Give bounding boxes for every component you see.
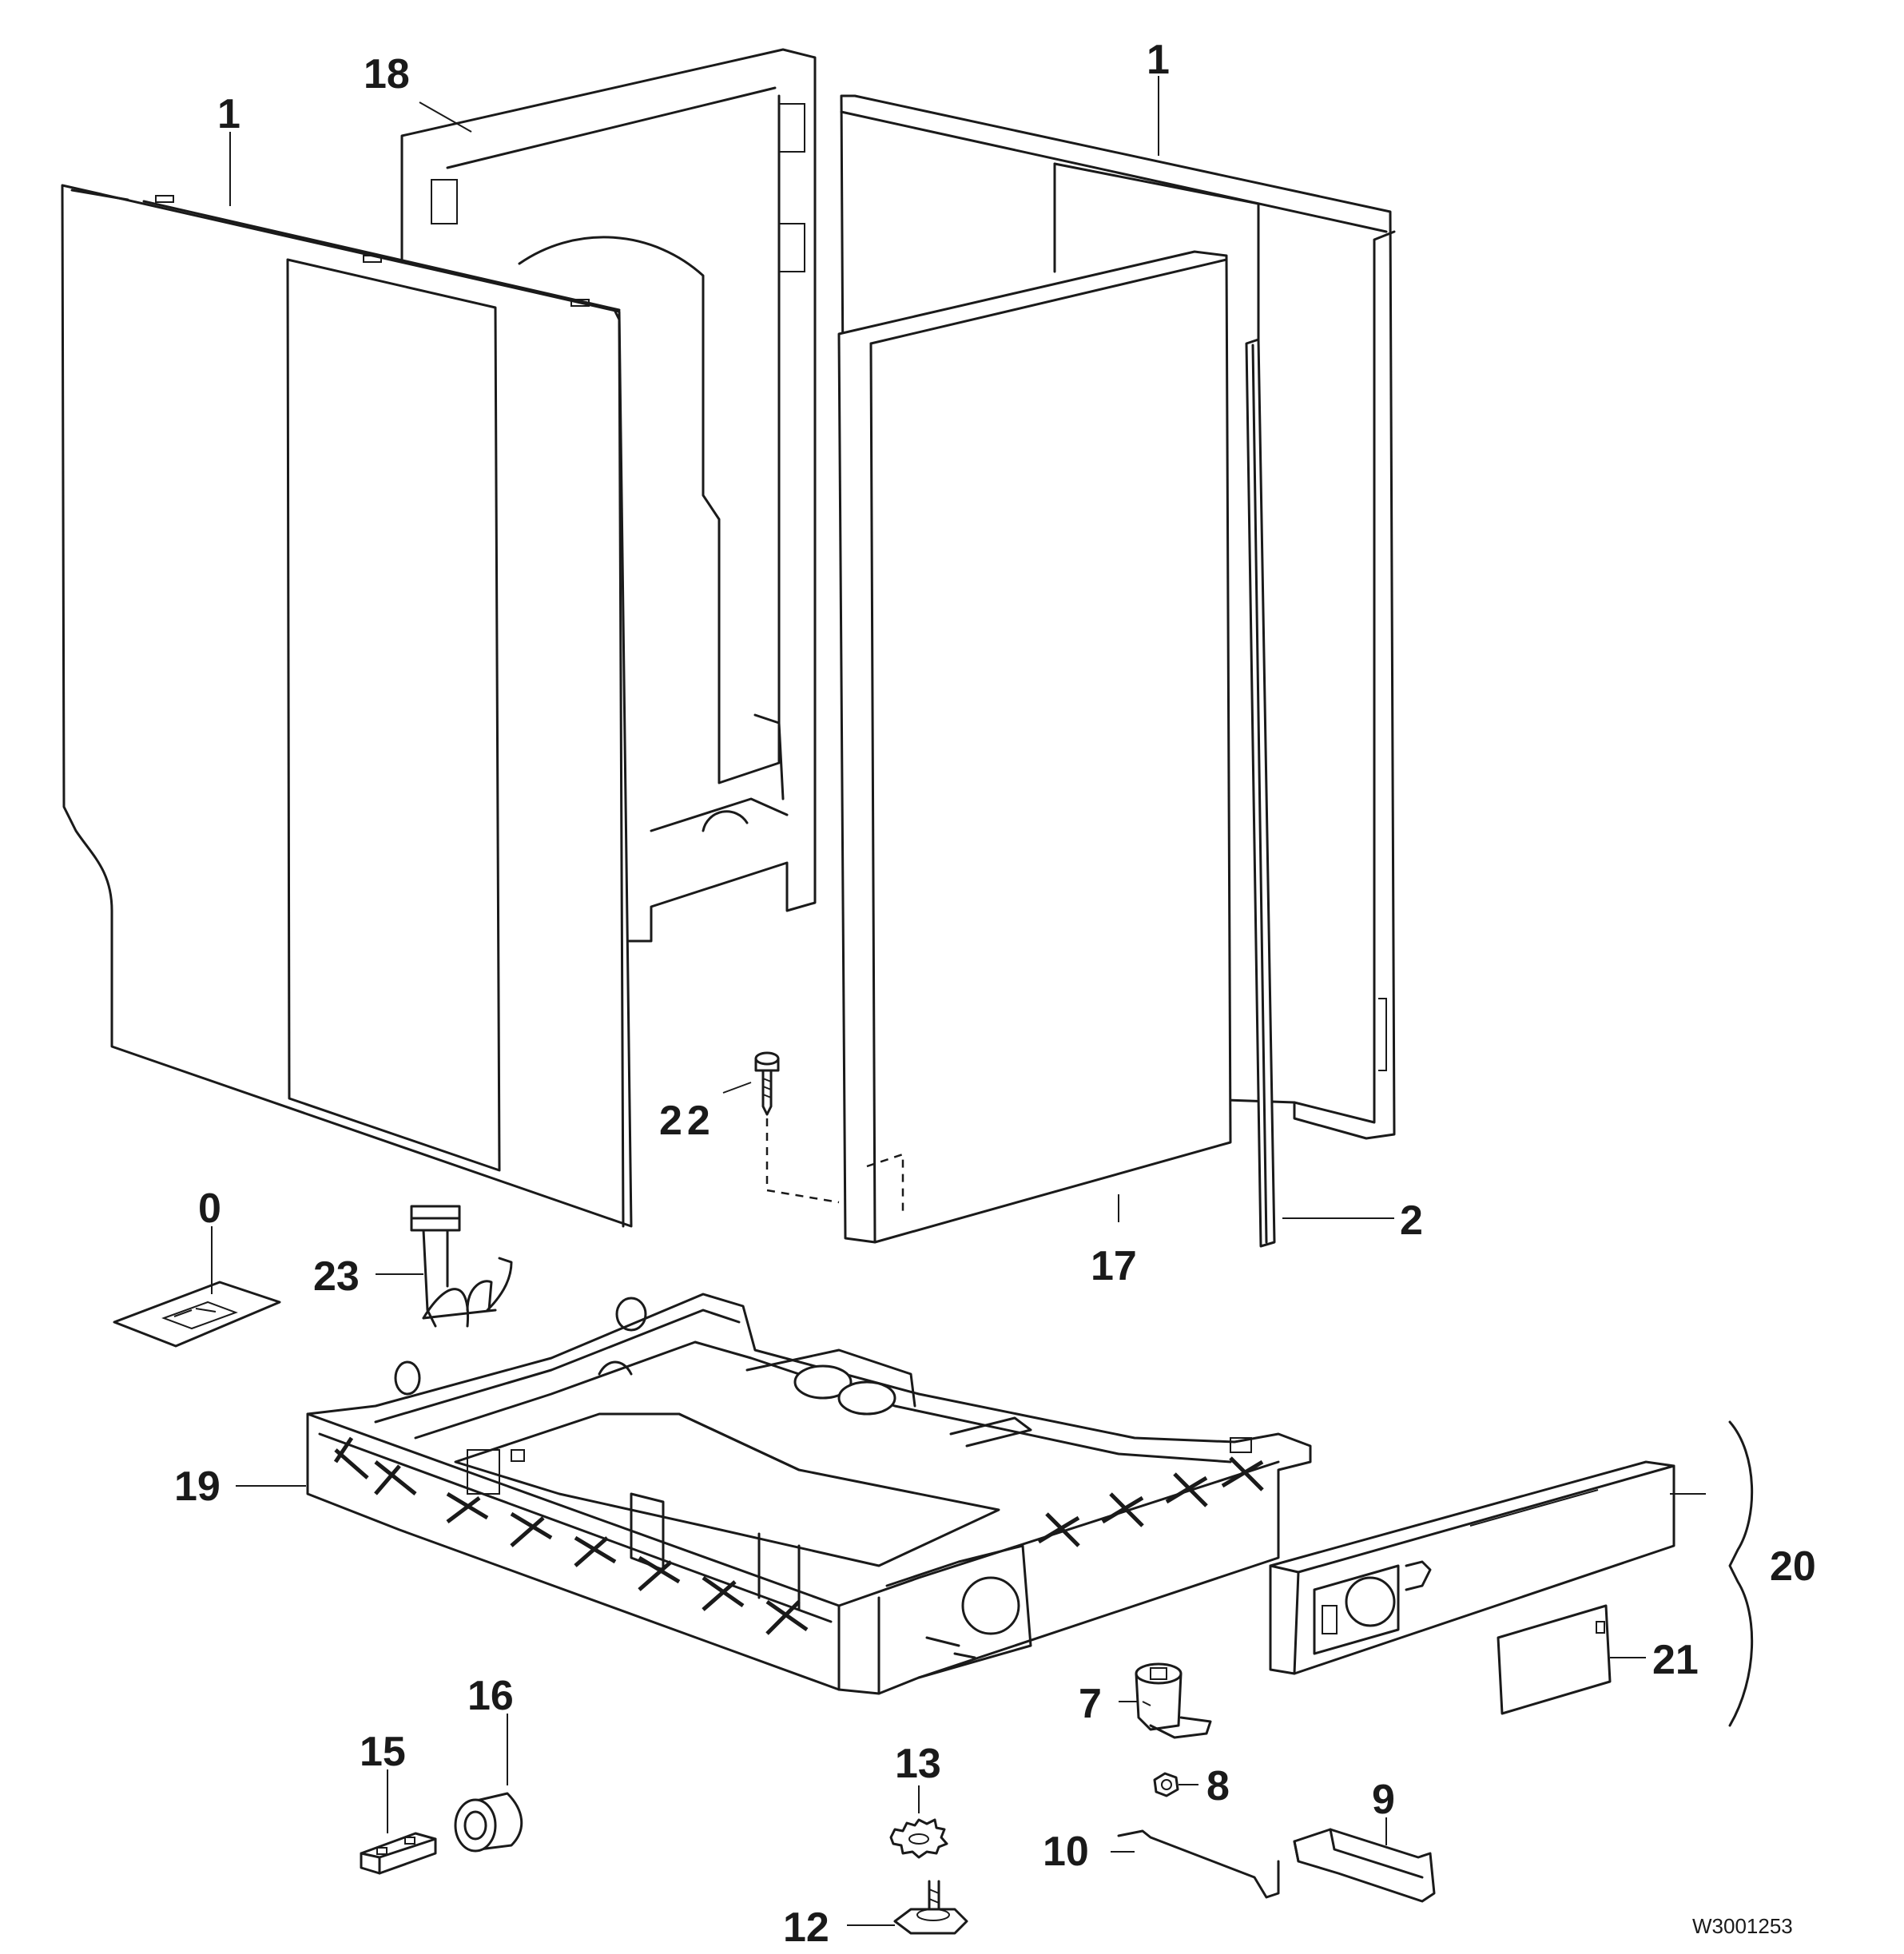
callout-18: 18 bbox=[364, 51, 410, 97]
side-panel-left-part bbox=[61, 184, 633, 1228]
callout-12: 12 bbox=[783, 1904, 829, 1951]
callout-13: 13 bbox=[895, 1741, 941, 1787]
callout-20: 20 bbox=[1770, 1543, 1816, 1590]
callout-7: 7 bbox=[1079, 1681, 1102, 1727]
callout-22: 22 bbox=[659, 1098, 715, 1144]
callout-15: 15 bbox=[360, 1729, 406, 1775]
diagram-code: W3001253 bbox=[1692, 1914, 1793, 1938]
plinth-part bbox=[1269, 1460, 1675, 1675]
front-panel-part bbox=[837, 250, 1232, 1244]
callout-21: 21 bbox=[1652, 1637, 1699, 1683]
callout-16: 16 bbox=[467, 1673, 514, 1719]
assembly-brace bbox=[1728, 1420, 1754, 1727]
holder-part bbox=[360, 1832, 437, 1875]
callout-1-right: 1 bbox=[1147, 37, 1170, 83]
callout-19: 19 bbox=[174, 1464, 221, 1510]
callout-9: 9 bbox=[1372, 1777, 1395, 1823]
bracket-part bbox=[1135, 1662, 1212, 1739]
label-plate-part bbox=[113, 1281, 281, 1348]
seal-strip-part bbox=[1245, 338, 1276, 1248]
hose-clip-part bbox=[410, 1205, 513, 1328]
callout-1-left: 1 bbox=[217, 91, 240, 137]
callout-10: 10 bbox=[1043, 1829, 1089, 1875]
callout-8: 8 bbox=[1206, 1763, 1230, 1809]
foot-part bbox=[893, 1880, 968, 1935]
callout-17: 17 bbox=[1091, 1243, 1137, 1289]
callout-2: 2 bbox=[1400, 1197, 1423, 1244]
screw-part bbox=[754, 1051, 840, 1204]
nut-part bbox=[1153, 1772, 1179, 1797]
leader-lines bbox=[211, 76, 1706, 1926]
washer-part bbox=[889, 1818, 948, 1859]
callout-23: 23 bbox=[313, 1253, 360, 1300]
base-frame-part bbox=[306, 1293, 1312, 1695]
slide-part bbox=[1293, 1828, 1436, 1903]
spring-part bbox=[1117, 1829, 1280, 1899]
roller-part bbox=[454, 1792, 523, 1853]
plinth-plate-part bbox=[1497, 1604, 1612, 1715]
callout-0: 0 bbox=[198, 1186, 221, 1232]
